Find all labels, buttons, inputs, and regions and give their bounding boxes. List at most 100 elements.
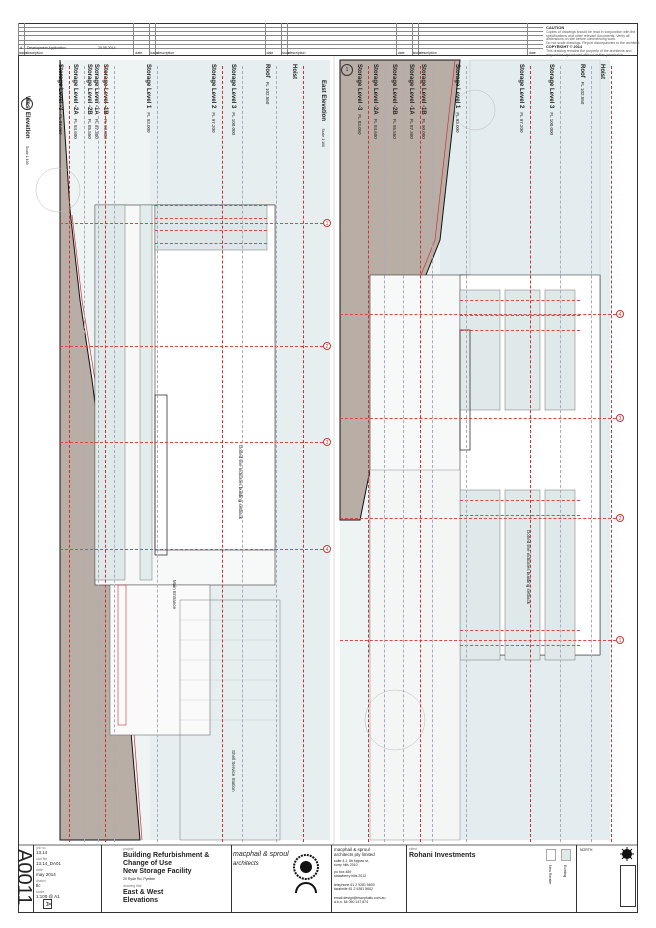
grid-bubble: 4 — [616, 310, 624, 318]
level-line — [432, 66, 433, 842]
caution-line: dimensions on site before commencing wor… — [546, 37, 617, 41]
east-lower — [369, 469, 461, 841]
copyright-line: This drawing remains the property of the… — [546, 49, 632, 53]
grid-line — [60, 223, 323, 224]
date-label: date — [36, 868, 43, 872]
firm-logo-text: macphail & sproul — [233, 851, 289, 858]
level-name: Storage Level -2A — [372, 64, 378, 115]
scale-label: scale — [36, 890, 45, 894]
revision-row-line — [149, 43, 281, 45]
level-rl: FL 97.200 — [519, 112, 524, 133]
revision-row-line — [18, 31, 150, 33]
level-line — [368, 66, 369, 842]
floor-plate-line — [155, 218, 267, 219]
east-elevation-title: East Elevation — [320, 80, 326, 122]
firm-email: email design@macphails.com.au — [334, 896, 386, 900]
caution-notes: CAUTION Copies of drawings should be rea… — [544, 24, 641, 57]
west-panel-1 — [94, 204, 126, 581]
drawing-number-cell: A0011 — [13, 845, 35, 913]
west-main-entrance: Main Entrance — [172, 580, 177, 610]
level-rl: FL 93.000 — [455, 112, 460, 133]
caution-line: specifications and other relevant docume… — [546, 33, 630, 38]
west-building-upper — [154, 204, 276, 551]
legend-swatch-existing — [561, 849, 571, 861]
floor-plate-line — [460, 515, 580, 516]
level-rl: FL 102.550 — [265, 81, 270, 105]
revision-row-line — [149, 27, 281, 28]
drawing-title-label: drawing title — [123, 884, 142, 888]
revision-inner-divider — [264, 23, 266, 55]
date-value: may 2014 — [36, 872, 56, 877]
revision-inner-divider — [417, 23, 419, 55]
east-panel-b — [504, 289, 541, 411]
firm-logo-mark — [293, 854, 319, 894]
floor-plate-line — [155, 230, 267, 231]
revision-bottom-line — [18, 55, 638, 56]
east-elevation-title-block: East Elevation Scale 1:100 — [317, 80, 335, 147]
revision-inner-divider — [155, 23, 157, 55]
north-panel: NORTH — [576, 845, 638, 913]
project-line: New Storage Facility — [123, 868, 192, 875]
caution-line: Do not scale drawings. Report discrepanc… — [546, 40, 641, 45]
job-info: job no 13.14 cad file 13.14_DA01 date ma… — [33, 845, 102, 913]
client-name: Rohani Investments — [409, 852, 476, 859]
client-label: client — [409, 847, 418, 851]
level-line — [222, 66, 223, 842]
west-elevation-scale: Scale 1:100 — [25, 146, 29, 165]
grid-bubble: 1 — [323, 219, 331, 227]
scale-value: 1:100 @ A1 — [36, 894, 60, 899]
grid-bubble: 3 — [616, 414, 624, 422]
grid-line — [340, 640, 616, 641]
firm-name-2: architects pty limited — [334, 852, 375, 857]
firm-po-line: strawberry hills 2012 — [334, 874, 367, 878]
grid-line — [340, 418, 616, 419]
job-no: 13.14 — [36, 850, 48, 855]
revision-inner-divider — [286, 23, 288, 55]
level-line — [403, 66, 404, 842]
revision-row-line — [280, 43, 412, 45]
revision-inner-divider — [395, 23, 397, 55]
revision-column-divider — [280, 23, 282, 55]
revision-header: date — [529, 51, 536, 55]
level-name: Storage Level 1 — [454, 64, 460, 109]
grid-line — [340, 314, 616, 315]
revision-header: issue — [150, 51, 159, 55]
revision-header: description — [157, 51, 175, 55]
west-slope-red — [117, 584, 127, 726]
north-grid — [620, 865, 636, 907]
grid-bubble: 1 — [616, 636, 624, 644]
level-name: Storage Level 3 — [230, 64, 236, 109]
revision-row-line — [280, 39, 412, 41]
revision-issue: A — [20, 46, 23, 50]
drawing-title-line: Elevations — [123, 897, 159, 904]
job-no-label: job no — [36, 846, 46, 850]
firm-telephone: telephone 61 2 9281 5600 — [334, 883, 375, 887]
drawing-number: A0011 — [13, 849, 35, 906]
revision-row-line — [280, 48, 412, 49]
east-callout: 1 — [341, 64, 353, 76]
level-name: Roof — [264, 64, 270, 78]
west-outline-note: Dotted line indicates building setback — [238, 445, 243, 520]
level-name: Storage Level -3 — [356, 64, 362, 111]
revision-row-line — [149, 35, 281, 37]
level-line — [466, 66, 467, 842]
level-name: Storage Level -3 — [57, 64, 63, 111]
grid-bubble: 4 — [323, 545, 331, 553]
level-line — [84, 66, 85, 842]
revision-inner-divider — [133, 23, 135, 55]
project-label: project — [123, 847, 134, 851]
level-rl: FL 100.000 — [231, 112, 236, 135]
north-label: NORTH — [580, 848, 593, 852]
firm-logo-panel: macphail & sproul architects — [231, 845, 332, 913]
project-address: 20 Ryde Rd, Pymble — [123, 877, 156, 881]
level-rl: FL 102.550 — [580, 81, 585, 105]
level-line — [303, 66, 304, 842]
revision-row-line — [18, 35, 150, 37]
firm-name: macphail & sproul — [334, 847, 370, 852]
east-tree-2 — [454, 89, 496, 131]
level-line — [69, 66, 70, 842]
title-block: A0011 A job no 13.14 cad file 13.14_DA01… — [13, 845, 638, 913]
level-name: Storage Level 1 — [145, 64, 151, 109]
